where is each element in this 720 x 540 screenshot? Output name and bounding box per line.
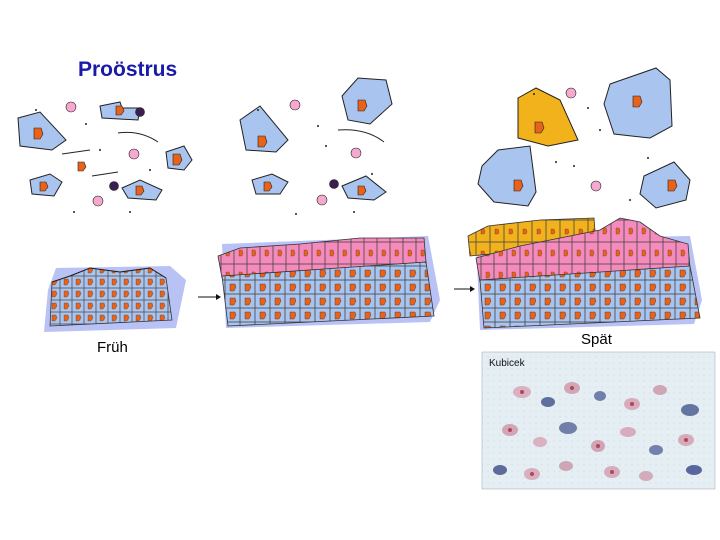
debris-line xyxy=(117,131,159,143)
squamous-cell xyxy=(239,105,289,153)
dark-cell xyxy=(109,181,119,191)
dark-cell xyxy=(135,107,145,117)
cell-cluster-late xyxy=(477,67,691,209)
dot xyxy=(257,109,259,111)
leukocyte xyxy=(65,101,77,113)
debris-line xyxy=(61,149,91,155)
dot xyxy=(587,107,589,109)
stage-label-late: Spät xyxy=(581,331,612,348)
dot xyxy=(325,145,327,147)
dot xyxy=(647,157,649,159)
dot xyxy=(85,123,87,125)
leukocyte xyxy=(350,147,362,159)
leukocyte xyxy=(128,148,140,160)
dot xyxy=(629,199,631,201)
nucleus xyxy=(115,105,125,116)
nucleus xyxy=(534,121,545,134)
epithelium-early xyxy=(44,266,186,332)
leukocyte xyxy=(92,195,104,207)
squamous-cell xyxy=(477,145,537,207)
nucleus xyxy=(667,179,678,192)
dark-cell xyxy=(329,179,339,189)
intermediate-layer xyxy=(221,261,435,327)
dot xyxy=(533,93,535,95)
dot xyxy=(573,165,575,167)
leukocyte xyxy=(565,87,577,99)
dot xyxy=(555,161,557,163)
nucleus xyxy=(257,135,268,148)
nucleus xyxy=(33,127,44,140)
nucleus xyxy=(77,161,87,172)
dot xyxy=(129,211,131,213)
dot xyxy=(599,129,601,131)
nucleus xyxy=(357,185,367,196)
nucleus xyxy=(263,181,273,192)
cell-cluster-middle xyxy=(239,77,393,215)
debris-line xyxy=(337,129,385,143)
dot xyxy=(99,149,101,151)
nucleus xyxy=(172,153,183,166)
squamous-cell xyxy=(341,77,393,125)
dot xyxy=(149,169,151,171)
epithelium-middle xyxy=(217,236,440,328)
dot xyxy=(73,211,75,213)
epithelium-surface xyxy=(51,267,167,283)
dot xyxy=(371,173,373,175)
squamous-cell xyxy=(639,161,691,209)
nucleus xyxy=(632,95,643,108)
leukocyte xyxy=(590,180,602,192)
micrograph-photo xyxy=(481,351,716,490)
page-title: Proöstrus xyxy=(78,58,178,81)
intermediate-layer xyxy=(479,265,701,329)
stained-cells xyxy=(493,382,702,481)
arrow-middle-to-late xyxy=(454,286,475,292)
dot xyxy=(35,109,37,111)
keratinized-cell xyxy=(517,87,579,147)
leukocyte xyxy=(316,194,328,206)
micrograph-credit: Kubicek xyxy=(489,358,525,369)
nucleus xyxy=(357,99,368,112)
nucleus xyxy=(513,179,524,192)
arrow-early-to-middle xyxy=(198,294,221,300)
dot xyxy=(295,213,297,215)
nucleus xyxy=(135,185,145,196)
cell-cluster-early xyxy=(17,101,193,213)
dot xyxy=(317,125,319,127)
dot xyxy=(353,211,355,213)
nucleus xyxy=(39,181,49,192)
debris-line xyxy=(91,171,119,177)
epithelium-late xyxy=(467,217,702,330)
stage-label-early: Früh xyxy=(97,339,128,356)
leukocyte xyxy=(289,99,301,111)
